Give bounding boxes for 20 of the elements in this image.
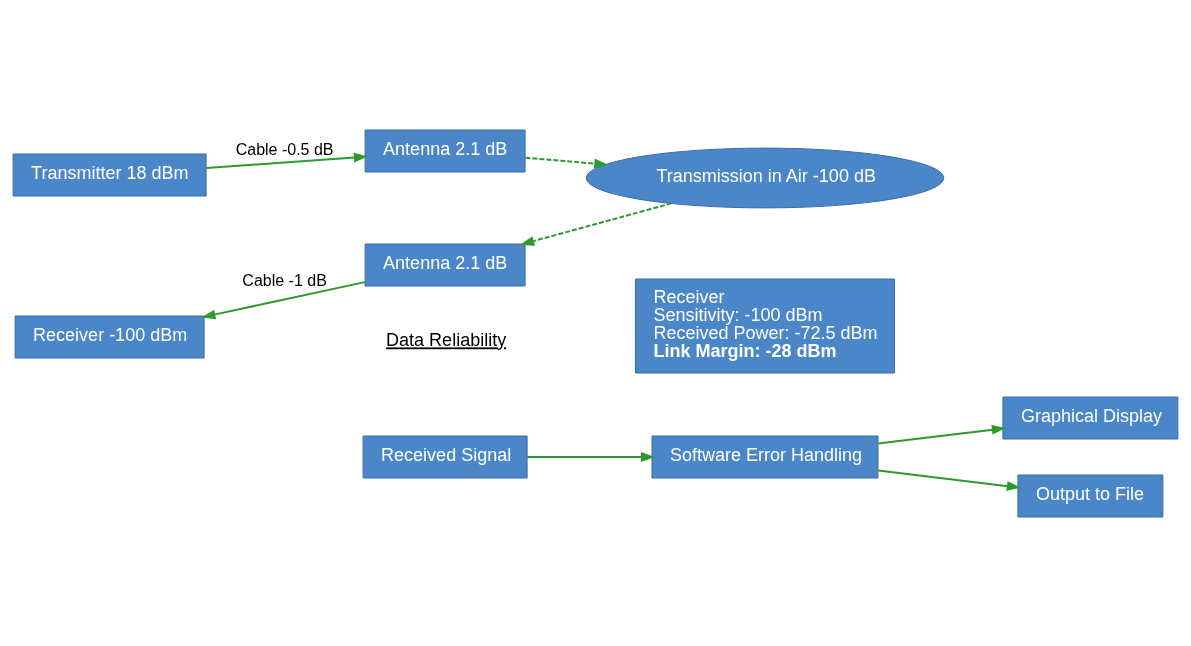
node-box: Antenna 2.1 dB <box>364 129 526 172</box>
arrow <box>877 424 1006 444</box>
edge-label: Cable -0.5 dB <box>235 140 334 158</box>
node-box: Transmitter 18 dBm <box>12 153 207 196</box>
arrow <box>526 451 655 462</box>
edge-label: Cable -1 dB <box>242 271 327 289</box>
node-box: Output to File <box>1017 474 1164 517</box>
arrow <box>201 280 366 319</box>
node-box: Receiver Sensitivity: -100 dBm Received Power: -72.5 dBm Link Margin: -28 dBm <box>635 278 895 373</box>
node-box: Software Error Handling <box>651 435 879 478</box>
node-box: Antenna 2.1 dB <box>364 243 526 286</box>
node-box: Received Signal <box>362 435 528 478</box>
arrow <box>520 201 673 246</box>
node-ellipse: Transmission in Air -100 dB <box>585 147 945 208</box>
label: Data Reliability <box>386 329 507 350</box>
arrow <box>524 156 609 168</box>
arrow <box>877 469 1021 491</box>
arrow <box>205 152 368 169</box>
node-box: Receiver -100 dBm <box>14 315 205 358</box>
node-box: Graphical Display <box>1002 396 1179 439</box>
